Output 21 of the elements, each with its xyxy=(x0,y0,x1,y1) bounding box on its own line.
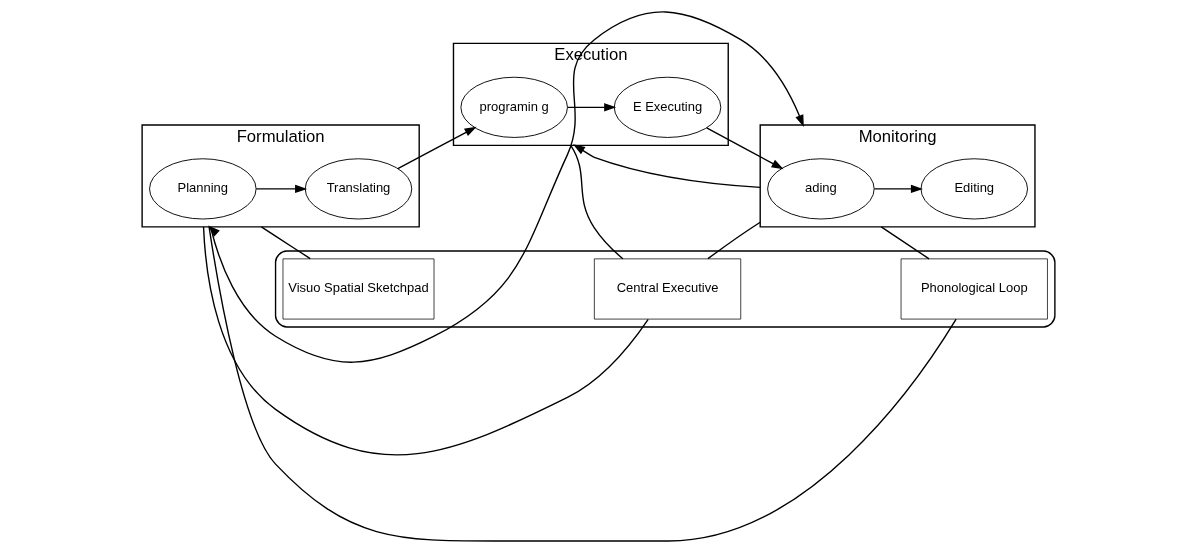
connector xyxy=(570,144,624,260)
arrow xyxy=(873,184,923,194)
cluster xyxy=(274,250,1056,328)
node-ellipse: Planning xyxy=(149,158,257,220)
connector xyxy=(707,221,761,260)
arrow xyxy=(397,126,477,170)
connector xyxy=(208,226,957,542)
arrow xyxy=(706,127,784,170)
node-ellipse: E Executing xyxy=(613,76,722,138)
arrow xyxy=(573,144,761,189)
connector xyxy=(260,226,311,260)
connector xyxy=(880,226,930,260)
arrow xyxy=(208,11,804,363)
node-ellipse: Translating xyxy=(304,158,413,220)
node-box: Central Executive xyxy=(593,258,742,320)
arrow xyxy=(566,103,617,112)
node-box: Visuo Spatial Sketchpad xyxy=(282,258,435,320)
arrow xyxy=(255,184,308,194)
node-ellipse: Editing xyxy=(920,158,1028,220)
connector xyxy=(202,226,649,456)
node-box: Phonological Loop xyxy=(900,258,1048,320)
